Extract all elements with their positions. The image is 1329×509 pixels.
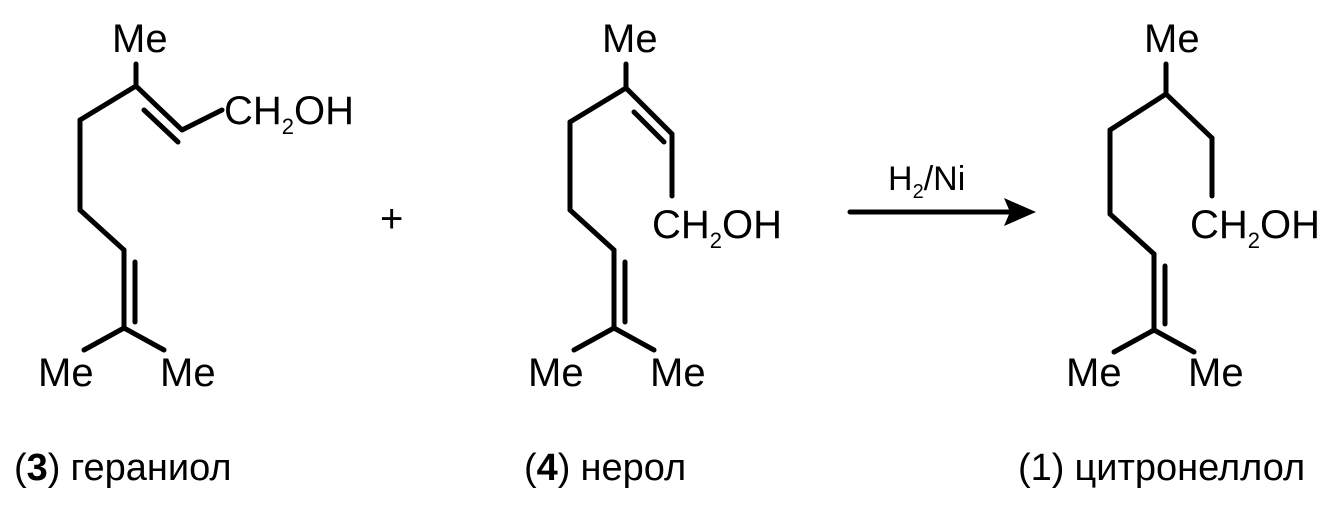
geraniol-bond [179,107,225,133]
citronellol-ch2oh: CH2OH [1190,203,1320,253]
geraniol-double-bond [141,107,181,145]
caption-geraniol: (3)гераниол [14,447,232,489]
geraniol-me-right: Me [160,351,216,395]
citronellol-bond [1107,91,1169,133]
nerol-ch2oh: CH2OH [652,203,782,253]
geraniol-bond [77,207,127,253]
arrow-head [1004,198,1036,226]
geraniol-bond [81,325,127,353]
geraniol-structure: Me CH2OH Me Me [38,17,354,395]
nerol-double-bond [631,109,667,145]
nerol-me-top: Me [602,17,658,61]
reagent-label: H2/Ni [888,160,965,203]
nerol-me-right: Me [650,351,706,395]
caption-citronellol: (1)цитронеллол [1018,447,1305,489]
citronellol-bond [1151,327,1197,355]
geraniol-me-top: Me [112,17,168,61]
nerol-bond [611,325,657,353]
geraniol-bond [121,325,167,353]
nerol-bond [571,325,617,353]
nerol-bond [623,85,675,137]
nerol-bond [567,207,617,253]
citronellol-structure: Me CH2OH Me Me [1066,17,1320,395]
citronellol-bond [1111,327,1157,355]
citronellol-me-right: Me [1188,351,1244,395]
nerol-structure: Me CH2OH Me Me [528,17,782,395]
nerol-bond [567,85,629,125]
citronellol-bond [1163,91,1215,141]
geraniol-me-left: Me [38,351,94,395]
nerol-me-left: Me [528,351,584,395]
citronellol-me-top: Me [1144,17,1200,61]
citronellol-bond [1107,211,1157,257]
reaction-arrow: H2/Ni [847,160,1036,226]
geraniol-ch2oh: CH2OH [224,89,354,139]
caption-nerol: (4)нерол [524,447,686,489]
citronellol-me-left: Me [1066,351,1122,395]
plus-sign: + [380,197,403,241]
geraniol-bond [133,83,185,133]
geraniol-bond [77,83,139,123]
